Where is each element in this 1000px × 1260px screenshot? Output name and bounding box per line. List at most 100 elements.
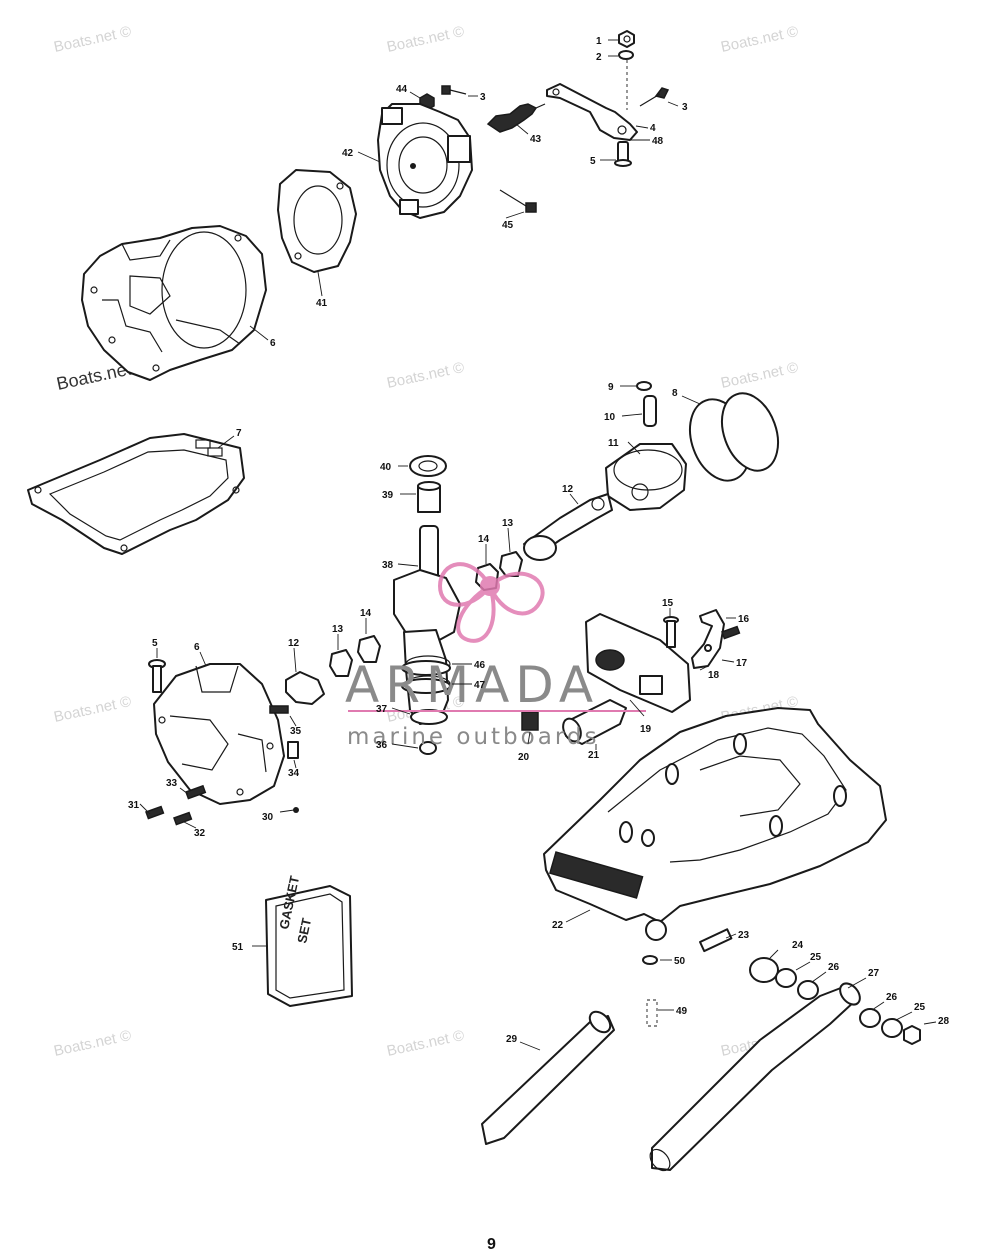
callout-label: 41: [316, 298, 328, 309]
bracket-4: [546, 83, 638, 141]
swivel-bracket-19: [585, 613, 691, 713]
spark-plug-43: [486, 103, 546, 133]
washer-25-lower: [881, 1018, 903, 1038]
driveshaft-tube-27: [649, 982, 861, 1172]
callout-label: 10: [604, 412, 616, 423]
grommet-26-lower: [859, 1008, 881, 1028]
callout-label: 1: [596, 36, 602, 47]
callout-label: 8: [672, 388, 678, 399]
screw-5-top: [614, 141, 632, 167]
callout-labels: 1 2 44 3 3 4 48 43 5 42 45 41 6 9 8 10 1…: [128, 36, 950, 1045]
callout-label: 34: [288, 768, 300, 779]
callout-label: 6: [270, 338, 276, 349]
callout-label: 11: [608, 438, 619, 449]
crankcase-6: [153, 663, 285, 805]
callout-label: 38: [382, 560, 394, 571]
callout-label: 27: [868, 968, 880, 979]
gasket-set-label-2: SET: [294, 917, 314, 945]
pin-30: [293, 807, 299, 813]
callout-label: 33: [166, 778, 178, 789]
callout-label: 22: [552, 920, 564, 931]
watermark: Boats.net ©: [719, 359, 799, 392]
callout-label: 13: [502, 518, 514, 529]
callout-label: 25: [914, 1002, 926, 1013]
pin-49: [646, 999, 658, 1027]
callout-label: 44: [396, 84, 408, 95]
callout-label: 28: [938, 1016, 950, 1027]
washer-2: [618, 50, 634, 60]
callout-label: 43: [530, 134, 542, 145]
callout-label: 48: [652, 136, 664, 147]
callout-label: 12: [288, 638, 300, 649]
bolt-3-right: [639, 87, 670, 107]
stud-23: [698, 928, 733, 953]
washer-18: [704, 644, 712, 652]
callout-label: 36: [376, 740, 388, 751]
watermark: Boats.net ©: [52, 23, 132, 56]
screw-35: [269, 705, 289, 714]
callout-label: 40: [380, 462, 392, 473]
water-tube-29: [481, 1010, 615, 1145]
head-gasket-41: [277, 169, 357, 273]
callout-label: 42: [342, 148, 354, 159]
watermark: Boats.net ©: [52, 693, 132, 726]
callout-label: 31: [128, 800, 140, 811]
screw-5-lower: [148, 659, 166, 693]
piston-11: [605, 443, 687, 511]
callout-label: 25: [810, 952, 822, 963]
watermark: Boats.net ©: [385, 359, 465, 392]
callout-label: 37: [376, 704, 388, 715]
watermark: Boats.net ©: [719, 23, 799, 56]
key-36: [419, 741, 437, 755]
screw-17: [721, 625, 741, 640]
callout-label: 6: [194, 642, 200, 653]
callout-label: 49: [676, 1006, 688, 1017]
bolt-3-left: [441, 85, 467, 95]
watermark: Boats.net ©: [385, 1027, 465, 1060]
bearing-13-14-lower: [329, 635, 381, 677]
washer-24: [749, 957, 779, 983]
callout-label: 26: [886, 992, 898, 1003]
callout-label: 16: [738, 614, 750, 625]
callout-label: 18: [708, 670, 720, 681]
callout-label: 32: [194, 828, 206, 839]
armada-logo: [437, 562, 545, 643]
connecting-rod-12: [523, 493, 613, 561]
leader-lines: [139, 39, 937, 1051]
piston-rings-8: [689, 392, 780, 482]
callout-label: 19: [640, 724, 652, 735]
page-number: 9: [487, 1236, 496, 1253]
callout-label: 17: [736, 658, 748, 669]
washer-25-upper: [775, 968, 797, 988]
callout-label: 3: [682, 102, 688, 113]
watermark: Boats.net ©: [52, 1027, 132, 1060]
callout-label: 39: [382, 490, 394, 501]
callout-label: 47: [474, 680, 486, 691]
callout-label: 51: [232, 942, 244, 953]
brand-tagline: marine outboards: [347, 724, 599, 750]
grommet-26-upper: [797, 980, 819, 1000]
callout-label: 24: [792, 940, 804, 951]
callout-label: 30: [262, 812, 274, 823]
washer-50: [642, 955, 658, 965]
retainer-9: [636, 381, 652, 391]
gasket-set-box-51: GASKET SET: [265, 874, 353, 1007]
bearing-cap-12: [285, 671, 325, 705]
bolt-45: [499, 189, 537, 213]
brand-name: ARMADA: [345, 656, 599, 714]
callout-label: 9: [608, 382, 614, 393]
callout-label: 13: [332, 624, 344, 635]
callout-label: 35: [290, 726, 302, 737]
exhaust-housing-22: [543, 707, 887, 941]
callout-label: 3: [480, 92, 486, 103]
callout-label: 2: [596, 52, 602, 63]
screw-33: [185, 784, 207, 800]
base-gasket-7: [27, 433, 245, 555]
callout-label: 50: [674, 956, 686, 967]
callout-label: 20: [518, 752, 530, 763]
callout-label: 4: [650, 123, 656, 134]
bolt-15: [663, 616, 679, 648]
callout-label: 14: [360, 608, 372, 619]
